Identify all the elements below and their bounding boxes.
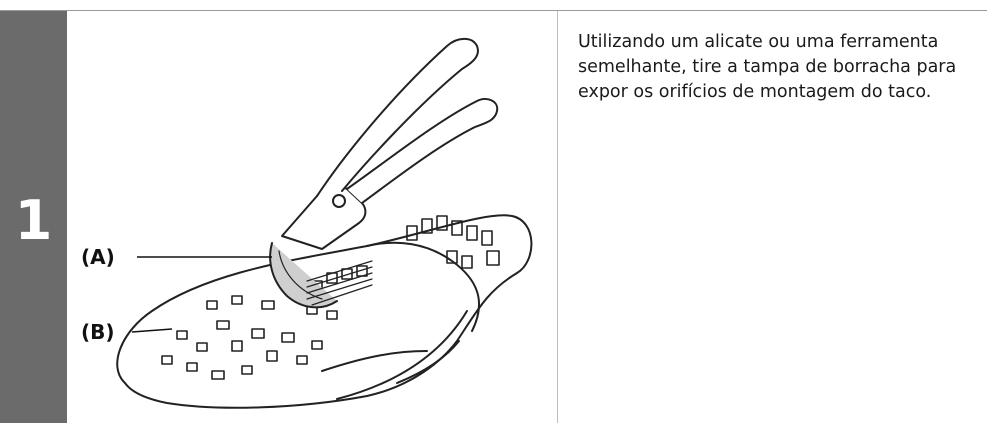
shoe-and-pliers-illustration (116, 37, 533, 409)
illustration-panel: (A) (B) (67, 11, 557, 423)
column-divider (557, 11, 558, 423)
pliers (281, 184, 367, 250)
shoe-upper (366, 241, 481, 332)
rubber-cover (269, 242, 338, 309)
step-number: 1 (14, 189, 53, 252)
callout-b-label: (B) (81, 320, 115, 344)
top-rule (0, 10, 987, 11)
callout-b-leader (131, 328, 173, 333)
step-number-bar (0, 11, 67, 423)
callout-a-label: (A) (81, 245, 115, 269)
shoe-sole (116, 214, 533, 409)
instruction-text: Utilizando um alicate ou uma ferramenta … (578, 32, 957, 102)
